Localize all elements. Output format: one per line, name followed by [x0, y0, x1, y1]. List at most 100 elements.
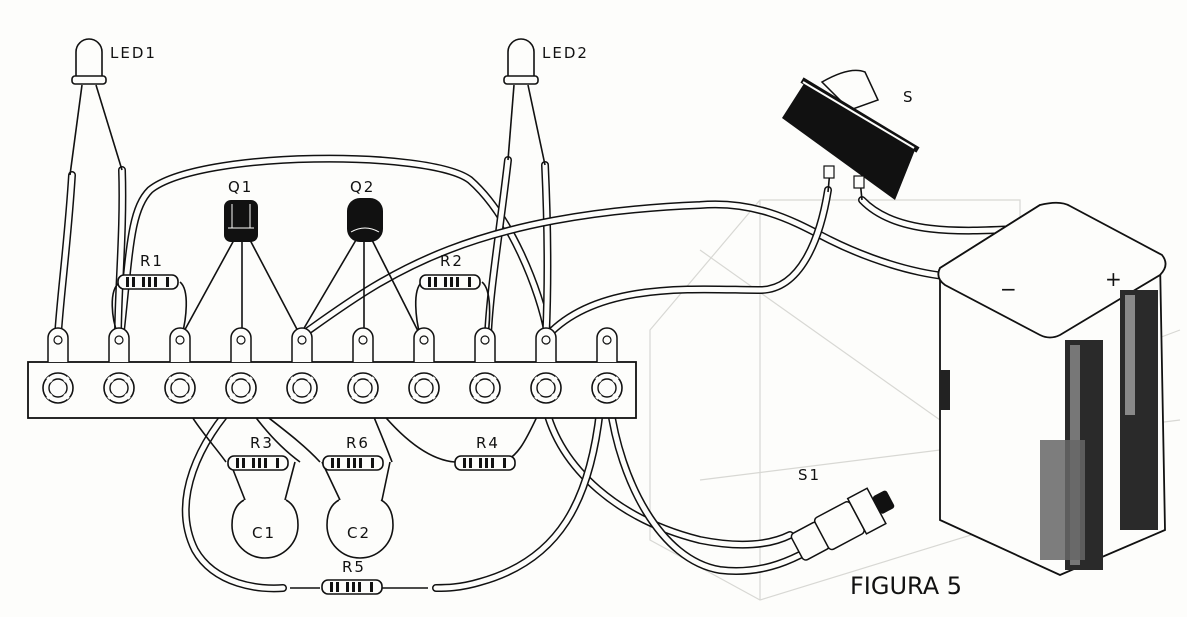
terminal-screw-notch	[351, 393, 358, 400]
terminal-strip-base	[27, 361, 637, 419]
terminal-lug	[596, 327, 618, 362]
terminal-screw-notch	[107, 376, 114, 383]
resistor-band	[479, 458, 482, 468]
resistor-band	[242, 458, 245, 468]
terminal-screw-notch	[429, 393, 436, 400]
terminal-screw-inner	[536, 378, 556, 398]
terminal-lug-hole	[358, 335, 368, 345]
switch-rocker	[820, 69, 880, 111]
terminal-screw-notch	[124, 376, 131, 383]
battery-positive-label: +	[1105, 267, 1124, 291]
resistor-band	[347, 458, 350, 468]
terminal-screw-notch	[490, 376, 497, 383]
resistor-band	[359, 458, 362, 468]
terminal-screw	[408, 372, 440, 404]
led1-label: LED1	[110, 44, 157, 62]
resistor-band	[371, 458, 374, 468]
resistor-band	[148, 277, 151, 287]
terminal-screw-notch	[246, 376, 253, 383]
q1-label: Q1	[228, 178, 253, 196]
terminal-screw-notch	[185, 376, 192, 383]
terminal-screw-notch	[551, 393, 558, 400]
terminal-lug	[535, 327, 557, 362]
terminal-screw-notch	[534, 376, 541, 383]
terminal-screw-notch	[473, 393, 480, 400]
battery-lid	[937, 201, 1167, 339]
resistor-band	[370, 582, 373, 592]
capacitor-c1: C1	[231, 499, 299, 559]
terminal-lug-hole	[541, 335, 551, 345]
q2-body	[347, 198, 383, 242]
resistor-r4: R4	[454, 434, 516, 471]
terminal-screw-notch	[595, 376, 602, 383]
terminal-screw-notch	[490, 393, 497, 400]
resistor-band	[463, 458, 466, 468]
terminal-screw	[164, 372, 196, 404]
resistor-band	[468, 277, 471, 287]
resistor-band	[126, 277, 129, 287]
resistor-r6: R6	[322, 434, 384, 471]
resistor-band	[353, 458, 356, 468]
terminal-lug-hole	[297, 335, 307, 345]
terminal-screw-notch	[534, 393, 541, 400]
terminal-screw-notch	[124, 393, 131, 400]
terminal-lug	[230, 327, 252, 362]
transistor-q1: Q1	[224, 178, 258, 242]
r5-label: R5	[342, 558, 366, 576]
resistor-band	[346, 582, 349, 592]
terminal-screw-notch	[368, 376, 375, 383]
terminal-lug-hole	[602, 335, 612, 345]
terminal-lug-hole	[53, 335, 63, 345]
q1-body	[224, 200, 258, 242]
terminal-lug-hole	[236, 335, 246, 345]
resistor-band	[503, 458, 506, 468]
terminal-screw-notch	[429, 376, 436, 383]
terminal-lug	[474, 327, 496, 362]
led2-label: LED2	[542, 44, 589, 62]
resistor-band	[252, 458, 255, 468]
terminal-screw-inner	[170, 378, 190, 398]
terminal-screw-notch	[168, 376, 175, 383]
terminal-screw-notch	[107, 393, 114, 400]
r3-label: R3	[250, 434, 274, 452]
terminal-screw-inner	[292, 378, 312, 398]
resistor-r2: R2	[419, 252, 481, 290]
terminal-screw-inner	[597, 378, 617, 398]
resistor-band	[330, 582, 333, 592]
c1-body	[231, 499, 299, 559]
terminal-screw-notch	[290, 376, 297, 383]
push-switch-s1	[790, 487, 895, 561]
terminal-screw	[42, 372, 74, 404]
resistor-band	[352, 582, 355, 592]
resistor-band	[132, 277, 135, 287]
terminal-screw-notch	[351, 376, 358, 383]
terminal-screw-notch	[412, 393, 419, 400]
led1-flange	[71, 75, 107, 85]
terminal-screw	[469, 372, 501, 404]
terminal-lug	[108, 327, 130, 362]
rocker-switch-s: S	[782, 69, 920, 200]
resistor-band	[331, 458, 334, 468]
resistor-band	[428, 277, 431, 287]
terminal-lug-hole	[114, 335, 124, 345]
terminal-screw-notch	[246, 393, 253, 400]
terminal-screw-notch	[46, 393, 53, 400]
c2-label: C2	[347, 524, 371, 542]
capacitor-c2: C2	[326, 499, 394, 559]
resistor-band	[456, 277, 459, 287]
terminal-lug	[47, 327, 69, 362]
resistor-band	[258, 458, 261, 468]
terminal-screw	[225, 372, 257, 404]
resistor-band	[154, 277, 157, 287]
terminal-lug	[413, 327, 435, 362]
terminal-screw-notch	[63, 376, 70, 383]
switch-s-label: S	[903, 88, 915, 106]
terminal-screw-inner	[353, 378, 373, 398]
terminal-screw	[286, 372, 318, 404]
switch-body	[782, 82, 915, 200]
resistor-band	[358, 582, 361, 592]
battery-pack: − +	[937, 201, 1167, 576]
terminal-screw-inner	[48, 378, 68, 398]
led1: LED1	[71, 38, 157, 85]
